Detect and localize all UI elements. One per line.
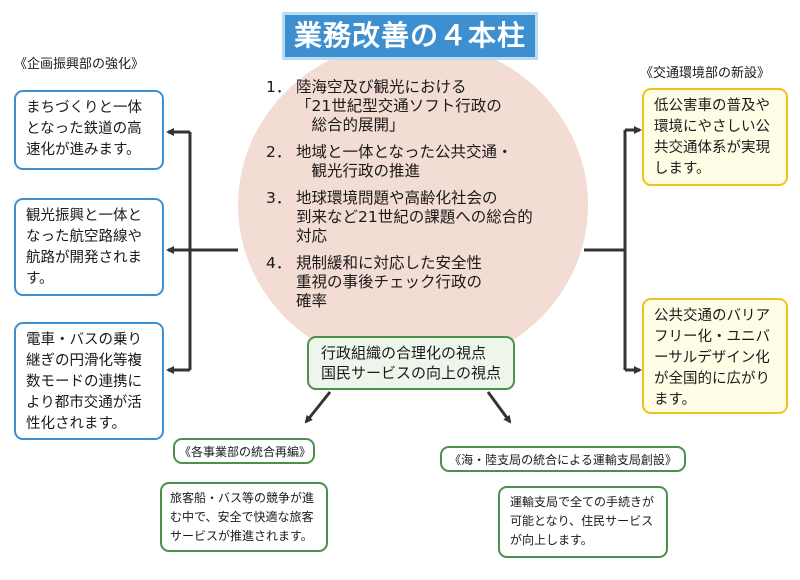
box-text: なった航空路線や bbox=[26, 229, 142, 245]
pillar-item: 2． 地域と一体となった公共交通・ 観光行政の推進 bbox=[262, 143, 592, 181]
box-text: 公共交通のバリア bbox=[654, 308, 770, 324]
pillar-item: 1． 陸海空及び観光における 「21世紀型交通ソフト行政の 総合的展開」 bbox=[262, 78, 592, 135]
box-text: 低公害車の普及や bbox=[654, 98, 770, 114]
box-text: となった鉄道の高 bbox=[26, 121, 142, 137]
box-text: より都市交通が活 bbox=[26, 395, 142, 411]
urban-transit-box: 電車・バスの乗り 継ぎの円滑化等複 数モードの連携に より都市交通が活 性化され… bbox=[14, 322, 164, 440]
box-text: 速化が進みます。 bbox=[26, 142, 141, 158]
railway-speedup-box: まちづくりと一体 となった鉄道の高 速化が進みます。 bbox=[14, 90, 164, 170]
box-text: 性化されます。 bbox=[26, 416, 127, 432]
box-text: 航路が開発されま bbox=[26, 250, 142, 266]
pillar-text: 確率 bbox=[296, 292, 328, 310]
pillar-text: 到来など21世紀の課題への総合的 bbox=[296, 208, 533, 226]
branch-office-box: 運輸支局で全ての手続きが 可能となり、住民サービス が向上します。 bbox=[498, 486, 668, 558]
box-text: フリー化・ユニバ bbox=[654, 329, 770, 345]
pillar-text: 地域と一体となった公共交通・ bbox=[296, 143, 513, 161]
pillar-item: 4． 規制緩和に対応した安全性 重視の事後チェック行政の 確率 bbox=[262, 254, 592, 311]
pillar-text: 「21世紀型交通ソフト行政の bbox=[296, 97, 502, 115]
pillar-number: 4． bbox=[266, 254, 292, 272]
viewpoint-text: 行政組織の合理化の視点 bbox=[321, 344, 487, 362]
viewpoint-text: 国民サービスの向上の視点 bbox=[321, 364, 502, 382]
pillar-text: 総合的展開」 bbox=[296, 116, 405, 134]
pillar-text: 対応 bbox=[296, 227, 328, 245]
environment-department-tag: 《交通環境部の新設》 bbox=[640, 66, 771, 81]
planning-department-tag: 《企画振興部の強化》 bbox=[14, 57, 145, 72]
pillar-number: 1． bbox=[266, 78, 292, 96]
box-text: ます。 bbox=[654, 392, 697, 408]
box-text: 数モードの連携に bbox=[26, 374, 142, 390]
pillar-number: 3． bbox=[266, 189, 292, 207]
box-text: サービスが推進されます。 bbox=[170, 529, 313, 543]
pillars-circle bbox=[238, 40, 588, 370]
pillar-text: 重視の事後チェック行政の bbox=[296, 273, 483, 291]
pillar-text: 地球環境問題や高齢化社会の bbox=[296, 189, 498, 207]
box-text: 旅客船・バス等の競争が進 bbox=[170, 491, 315, 505]
branch-office-tag: 《海・陸支局の統合による運輸支局創設》 bbox=[440, 446, 686, 472]
business-reorg-tag: 《各事業部の統合再編》 bbox=[173, 438, 315, 464]
tourism-routes-box: 観光振興と一体と なった航空路線や 航路が開発されま す。 bbox=[14, 198, 164, 296]
box-text: 可能となり、住民サービス bbox=[510, 514, 654, 528]
box-text: 運輸支局で全ての手続きが bbox=[510, 495, 655, 509]
diagram-title: 業務改善の４本柱 bbox=[282, 12, 538, 60]
passenger-service-box: 旅客船・バス等の競争が進 む中で、安全で快適な旅客 サービスが推進されます。 bbox=[160, 482, 328, 552]
pillars-list: 1． 陸海空及び観光における 「21世紀型交通ソフト行政の 総合的展開」 2． … bbox=[262, 78, 592, 319]
pillar-text: 観光行政の推進 bbox=[296, 162, 421, 180]
box-text: が向上します。 bbox=[510, 533, 593, 547]
box-text: 電車・バスの乗り bbox=[26, 332, 142, 348]
pillar-text: 陸海空及び観光における bbox=[296, 78, 467, 96]
box-text: が全国的に広がり bbox=[654, 371, 770, 387]
viewpoint-box: 行政組織の合理化の視点 国民サービスの向上の視点 bbox=[307, 336, 515, 390]
box-text: す。 bbox=[26, 271, 54, 287]
box-text: ーサルデザイン化 bbox=[654, 350, 770, 366]
box-text: 継ぎの円滑化等複 bbox=[26, 353, 142, 369]
pillar-number: 2． bbox=[266, 143, 292, 161]
low-emission-box: 低公害車の普及や 環境にやさしい公 共交通体系が実現 します。 bbox=[642, 88, 788, 186]
box-text: 観光振興と一体と bbox=[26, 208, 142, 224]
box-text: まちづくりと一体 bbox=[26, 100, 142, 116]
box-text: む中で、安全で快適な旅客 bbox=[170, 510, 314, 524]
barrier-free-box: 公共交通のバリア フリー化・ユニバ ーサルデザイン化 が全国的に広がり ます。 bbox=[642, 298, 788, 414]
pillar-text: 規制緩和に対応した安全性 bbox=[296, 254, 483, 272]
pillar-item: 3． 地球環境問題や高齢化社会の 到来など21世紀の課題への総合的 対応 bbox=[262, 189, 592, 246]
box-text: 共交通体系が実現 bbox=[654, 140, 770, 156]
box-text: します。 bbox=[654, 161, 711, 177]
box-text: 環境にやさしい公 bbox=[654, 119, 770, 135]
